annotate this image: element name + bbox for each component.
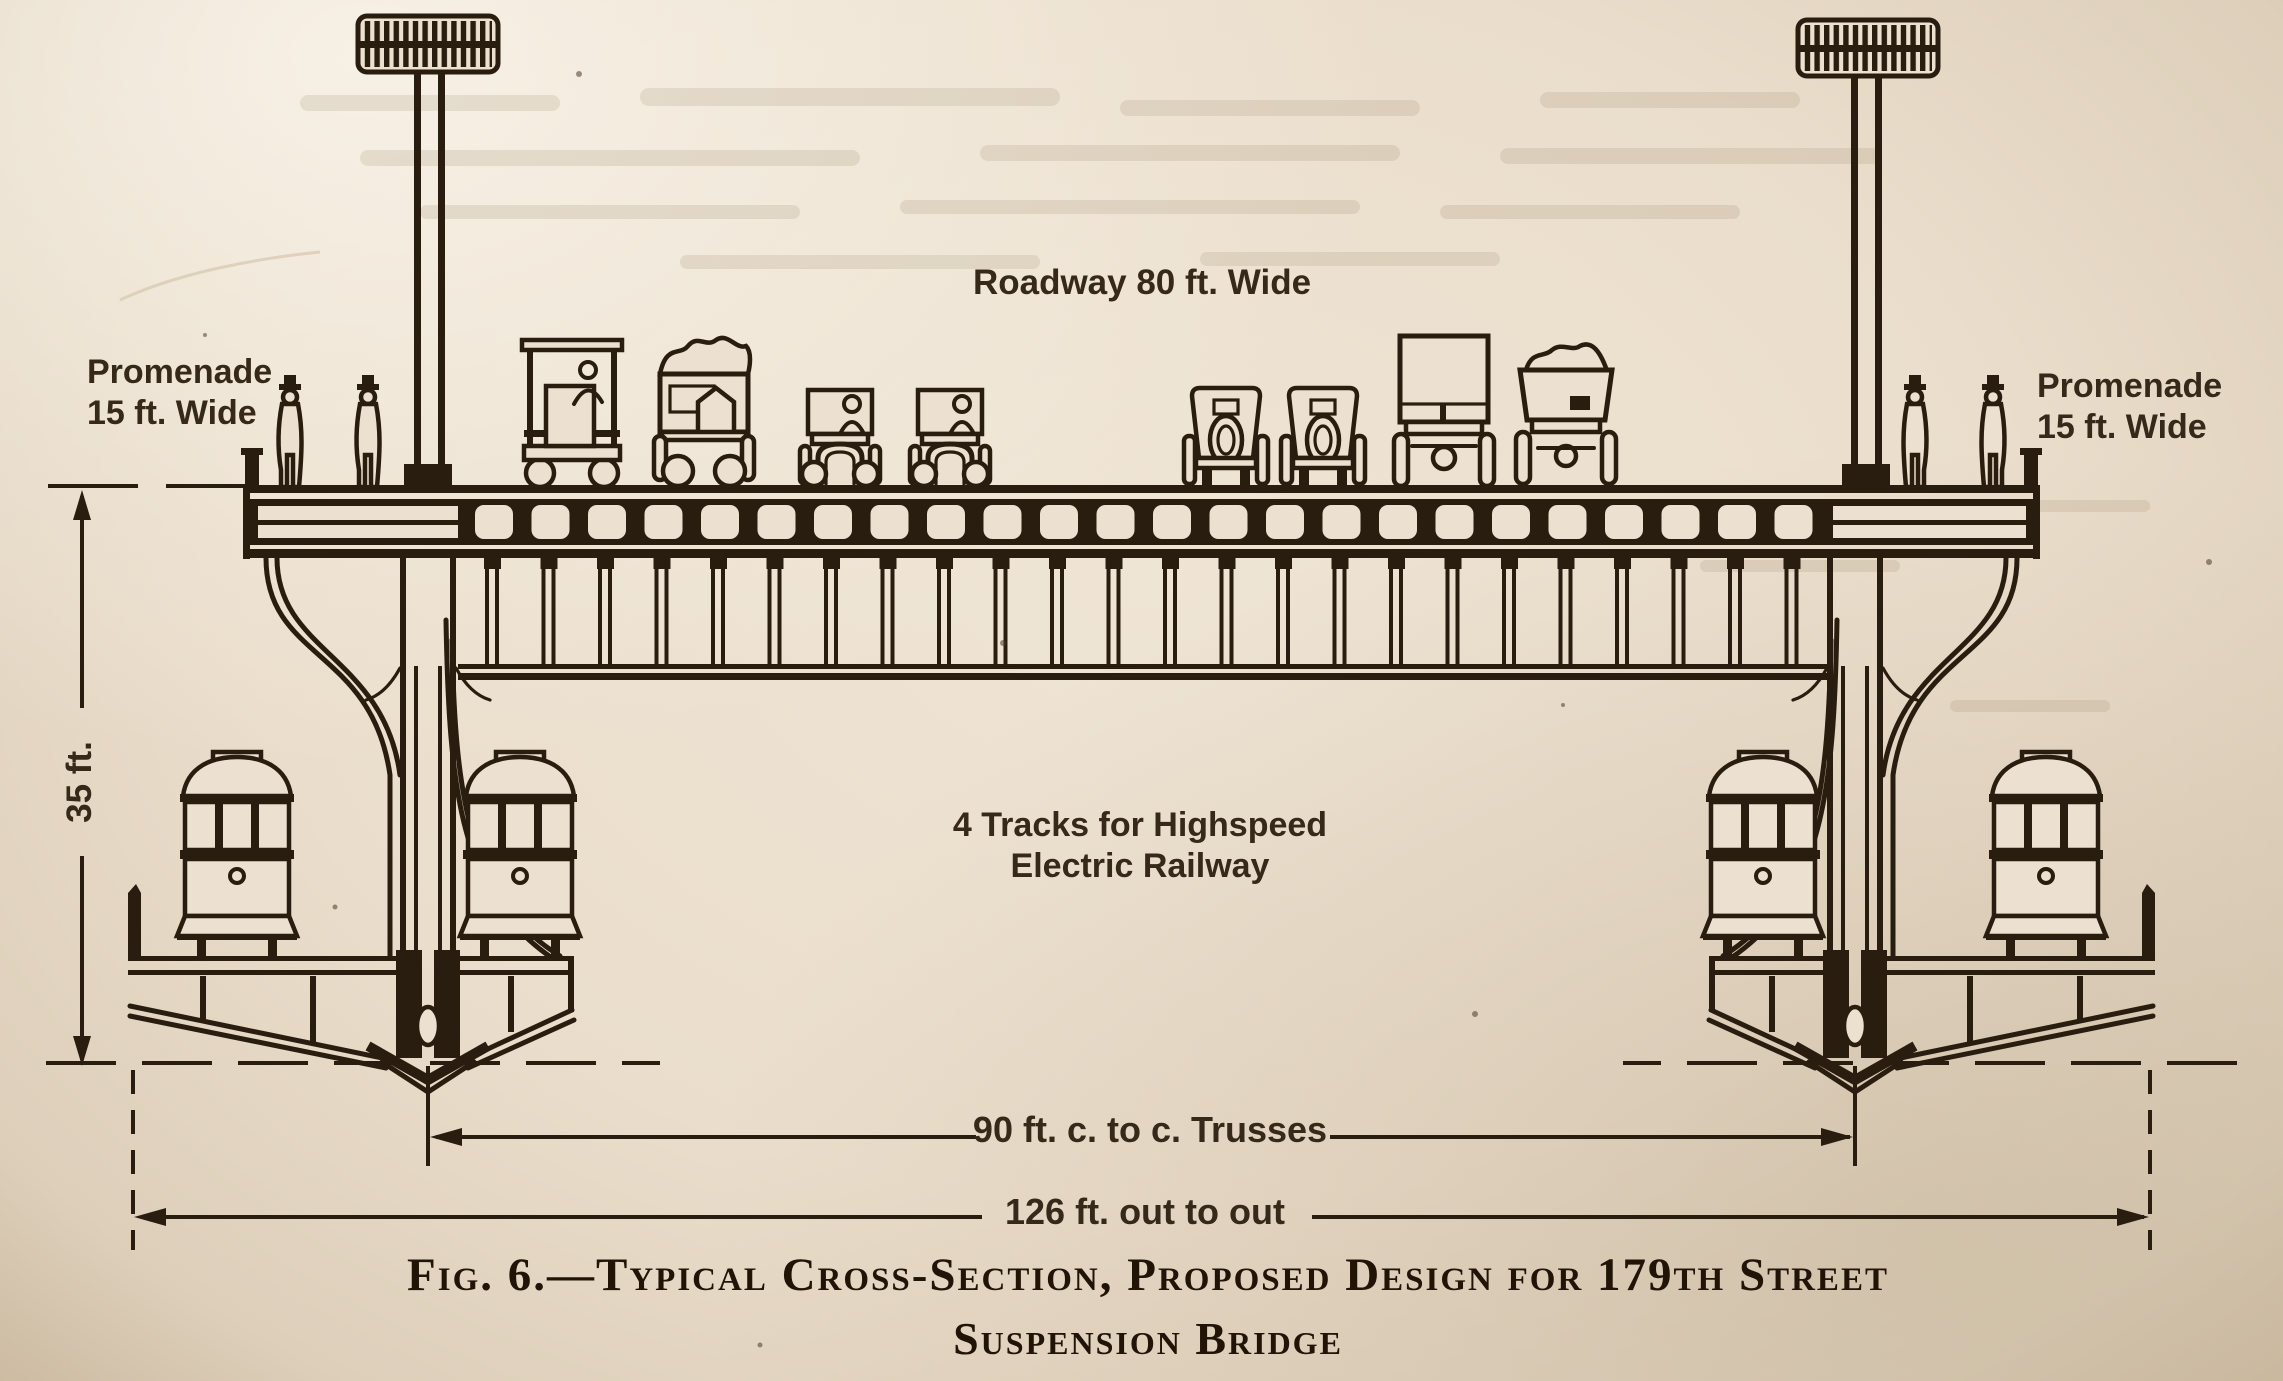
dimension-label-35ft: 35 ft. — [60, 741, 99, 823]
label-roadway-width: Roadway 80 ft. Wide — [972, 263, 1312, 302]
label-promenade-left-line1: Promenade — [87, 353, 273, 391]
vehicle-loaded-wagon — [651, 335, 757, 489]
paper-speckles — [203, 71, 2212, 1348]
roadway-deck — [243, 485, 2040, 680]
vehicle-box-truck — [1391, 333, 1497, 489]
vehicle-open-car — [797, 387, 883, 489]
suspender-rods — [414, 14, 1882, 492]
dimension-35ft — [48, 484, 246, 1066]
dimension-90ft — [430, 1128, 1853, 1146]
label-promenade-left-line2: 15 ft. Wide — [87, 393, 257, 432]
dimension-label-90ft: 90 ft. c. to c. Trusses — [972, 1109, 1328, 1150]
vehicle-closed-car — [1278, 385, 1368, 487]
paper-crease — [119, 250, 321, 302]
figure-caption-line1: Fig. 6.—Typical Cross-Section, Proposed … — [407, 1249, 1889, 1301]
deck-lattice — [484, 556, 1815, 666]
label-tracks-line1: 4 Tracks for Highspeed — [952, 806, 1328, 844]
right-main-cable — [1795, 17, 1941, 79]
figure-caption-line2: Suspension Bridge — [953, 1313, 1343, 1364]
vehicle-open-car — [907, 387, 993, 489]
left-main-cable — [355, 13, 501, 75]
vehicle-canopy-truck — [519, 337, 625, 490]
vehicle-closed-car — [1181, 385, 1271, 487]
vehicle-dump-truck — [1513, 342, 1619, 487]
dimension-126ft — [134, 1208, 2149, 1226]
label-promenade-right-line2: 15 ft. Wide — [2037, 407, 2207, 446]
dimension-label-126ft: 126 ft. out to out — [1005, 1191, 1285, 1232]
label-promenade-right-line1: Promenade — [2037, 367, 2223, 405]
label-tracks-line2: Electric Railway — [1010, 846, 1270, 885]
